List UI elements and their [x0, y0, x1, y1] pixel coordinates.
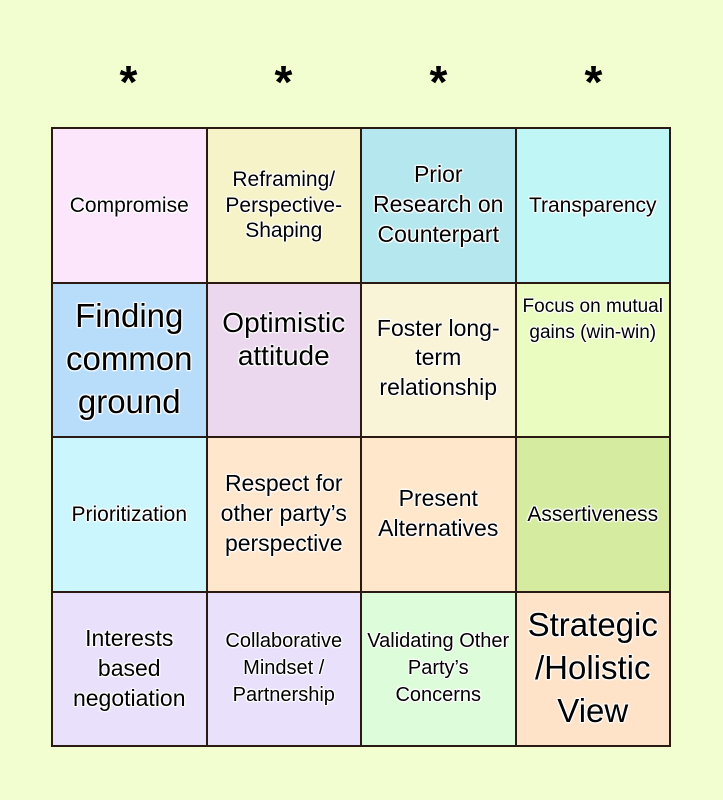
bingo-cell[interactable]: Transparency — [516, 129, 669, 282]
cell-label: Optimistic attitude — [222, 306, 346, 372]
cell-label: Interests based negotiation — [72, 624, 186, 711]
bingo-cell[interactable]: Present Alternatives — [362, 438, 515, 591]
cell-label: Finding common ground — [65, 297, 193, 421]
header-star-3: * — [429, 56, 448, 108]
column-header: * * * * — [51, 52, 671, 112]
bingo-cell[interactable]: Interests based negotiation — [53, 592, 206, 745]
bingo-cell[interactable]: Optimistic attitude — [207, 283, 360, 436]
bingo-cell[interactable]: Collaborative Mindset / Partnership — [207, 592, 360, 745]
header-star-4: * — [584, 56, 603, 108]
cell-label: Transparency — [528, 193, 657, 217]
bingo-card: Compromise Reframing/ Perspective-Shapin… — [51, 127, 671, 747]
bingo-cell[interactable]: Reframing/ Perspective-Shaping — [207, 129, 360, 282]
bingo-cell[interactable]: Validating Other Party’s Concerns — [362, 592, 515, 745]
cell-label: Present Alternatives — [378, 485, 499, 542]
bingo-cell[interactable]: Strategic /Holistic View — [516, 592, 669, 745]
bingo-cell[interactable]: Foster long-term relationship — [362, 283, 515, 436]
cell-label: Respect for other party’s perspective — [220, 470, 347, 557]
header-star-1: * — [119, 56, 138, 108]
cell-label: Strategic /Holistic View — [527, 606, 658, 730]
header-star-2: * — [274, 56, 293, 108]
cell-label: Focus on mutual gains (win-win) — [522, 295, 663, 344]
cell-label: Prioritization — [71, 502, 188, 526]
bingo-cell[interactable]: Compromise — [53, 129, 206, 282]
cell-label: Assertiveness — [527, 502, 659, 526]
cell-label: Validating Other Party’s Concerns — [367, 630, 510, 707]
bingo-cell[interactable]: Focus on mutual gains (win-win) — [516, 283, 669, 436]
bingo-cell[interactable]: Prioritization — [53, 438, 206, 591]
bingo-cell[interactable]: Assertiveness — [516, 438, 669, 591]
cell-label: Prior Research on Counterpart — [373, 161, 504, 248]
bingo-cell[interactable]: Finding common ground — [53, 283, 206, 436]
bingo-cell[interactable]: Prior Research on Counterpart — [362, 129, 515, 282]
cell-label: Reframing/ Perspective-Shaping — [225, 168, 343, 242]
cell-label: Foster long-term relationship — [376, 314, 500, 401]
bingo-cell[interactable]: Respect for other party’s perspective — [207, 438, 360, 591]
cell-label: Collaborative Mindset / Partnership — [225, 630, 343, 707]
cell-label: Compromise — [69, 193, 189, 217]
